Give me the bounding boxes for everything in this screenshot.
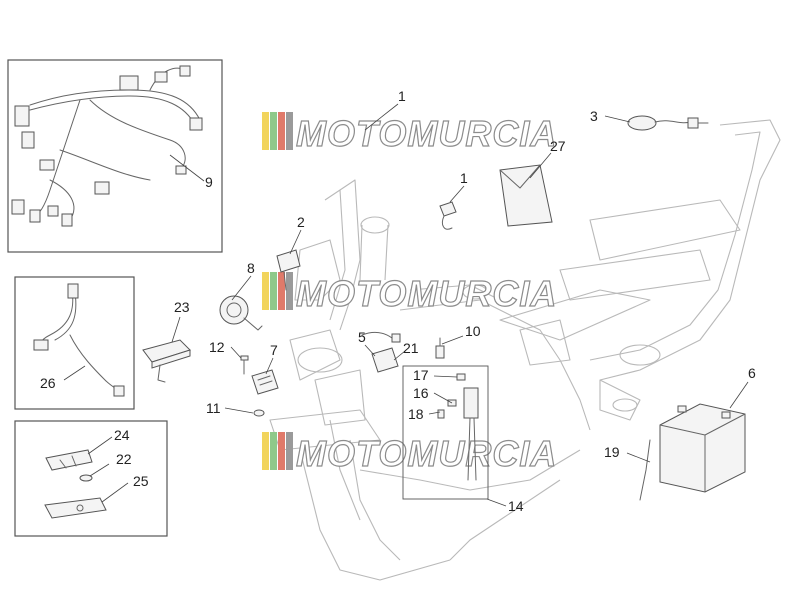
callout-5: 5	[358, 329, 366, 345]
callout-7: 7	[270, 342, 278, 358]
starter-relay	[276, 249, 301, 291]
callout-24: 24	[114, 427, 130, 443]
stop-switch	[439, 201, 457, 230]
callout-9: 9	[205, 174, 213, 190]
callout-21: 21	[403, 340, 419, 356]
callout-26: 26	[40, 375, 56, 391]
callout-19: 19	[604, 444, 620, 460]
callout-12: 12	[209, 339, 225, 355]
callout-1b: 1	[460, 170, 468, 186]
mounting-bracket	[44, 497, 107, 519]
connector	[391, 333, 401, 343]
scooter-frame	[269, 119, 781, 581]
callout-6: 6	[748, 365, 756, 381]
callout-23: 23	[174, 299, 190, 315]
watermark-middle: MOTOMURCIA	[262, 272, 557, 315]
callout-3: 3	[590, 108, 598, 124]
callout-25: 25	[133, 473, 149, 489]
tool-bag	[499, 164, 553, 227]
callout-22: 22	[116, 451, 132, 467]
screw	[240, 355, 249, 375]
sub-wiring-harness	[33, 283, 125, 397]
callout-labels: 1 1 2 3 5 6 7 8 9 10 11 12 14 16 17 18 1…	[40, 88, 756, 514]
watermark-text-top: MOTOMURCIA	[296, 113, 557, 154]
voltage-regulator	[251, 369, 279, 395]
callout-16: 16	[413, 385, 429, 401]
leader-lines	[63, 103, 749, 507]
washer	[79, 474, 93, 482]
callout-18: 18	[408, 406, 424, 422]
inset-box-wiring-harness	[7, 59, 223, 253]
callout-14: 14	[508, 498, 524, 514]
callout-1a: 1	[398, 88, 406, 104]
callout-2: 2	[297, 214, 305, 230]
watermark-top: MOTOMURCIA	[262, 112, 557, 155]
nut	[253, 409, 265, 417]
wire-lead	[361, 331, 393, 339]
inset-box-fuse-holder	[402, 365, 489, 500]
watermark-text-bottom: MOTOMURCIA	[296, 433, 557, 474]
rubber-cap	[45, 449, 93, 471]
battery-strap	[639, 439, 651, 501]
callout-17: 17	[413, 367, 429, 383]
callout-27: 27	[550, 138, 566, 154]
inset-box-sub-harness	[14, 276, 135, 410]
callout-8: 8	[247, 260, 255, 276]
battery	[659, 403, 746, 493]
bulb-socket	[435, 337, 445, 359]
sensor	[627, 115, 709, 131]
flasher-relay	[371, 347, 399, 373]
callout-10: 10	[465, 323, 481, 339]
main-wiring-harness	[11, 65, 203, 227]
horn	[219, 295, 263, 331]
watermark-text-middle: MOTOMURCIA	[296, 273, 557, 314]
diode-module	[142, 339, 191, 383]
inset-box-bracket	[14, 420, 168, 537]
watermark-bottom: MOTOMURCIA	[262, 432, 557, 475]
callout-11: 11	[206, 400, 221, 416]
